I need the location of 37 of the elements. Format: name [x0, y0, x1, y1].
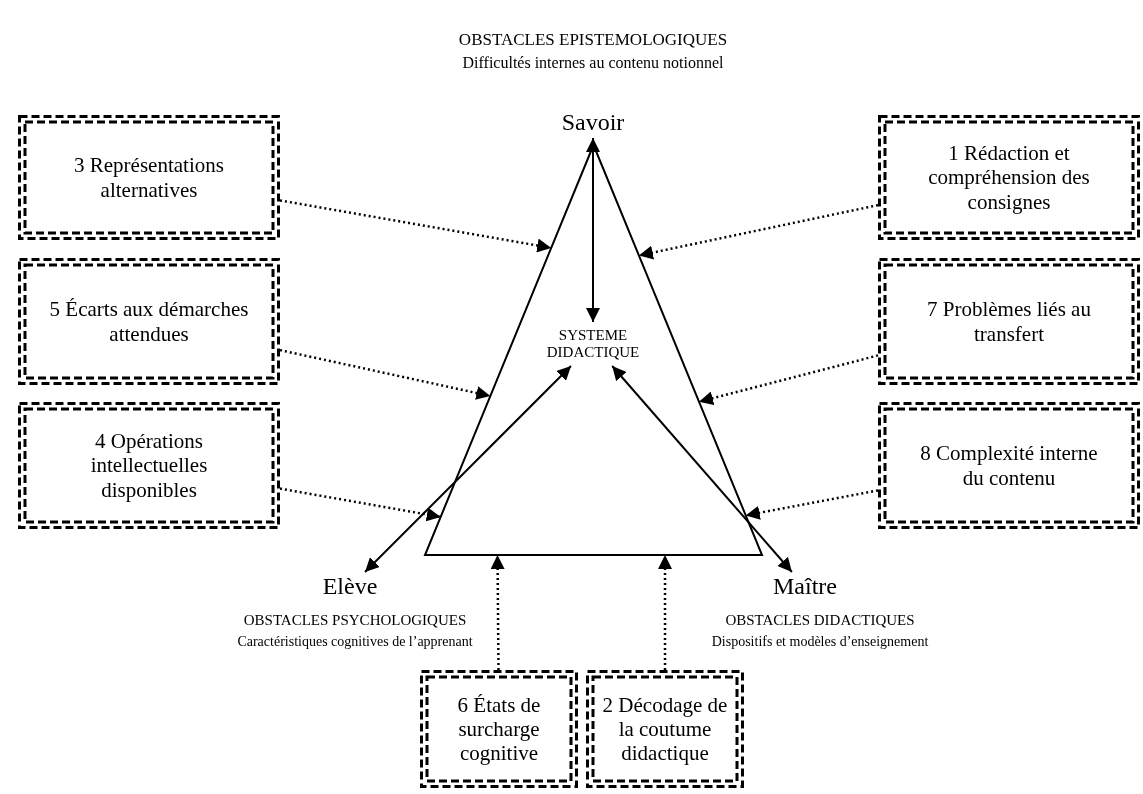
double-arrow	[364, 365, 572, 573]
obstacle-label: 4 Opérations intellectuelles disponibles	[89, 429, 209, 502]
obstacle-heading: OBSTACLES DIDACTIQUES	[725, 612, 915, 629]
obstacle-label: 5 Écarts aux démarches attendues	[48, 297, 250, 346]
dotted-arrow	[279, 199, 552, 253]
obstacle-label: 3 Représentations alternatives	[73, 153, 225, 202]
dotted-arrow	[279, 487, 441, 522]
double-arrow	[611, 365, 793, 573]
obstacle-subheading: Dispositifs et modèles d’enseignement	[711, 634, 929, 650]
double-arrow	[586, 137, 600, 323]
obstacle-box	[18, 115, 280, 240]
obstacle-box	[18, 402, 280, 529]
obstacle-label: 6 États de surcharge cognitive	[456, 692, 542, 766]
dotted-arrow	[279, 348, 491, 400]
obstacle-box	[878, 258, 1140, 385]
obstacle-box	[420, 670, 578, 788]
dotted-arrow	[490, 555, 505, 670]
node-label: Savoir	[561, 109, 625, 137]
obstacle-label: 1 Rédaction et compréhension des consignes	[927, 141, 1091, 214]
node-label: SYSTEME DIDACTIQUE	[545, 326, 641, 362]
node-label: Elève	[322, 573, 378, 601]
obstacle-heading: OBSTACLES PSYCHOLOGIQUES	[243, 612, 467, 629]
obstacle-box	[18, 258, 280, 385]
obstacle-box	[878, 115, 1140, 240]
obstacle-heading: OBSTACLES EPISTEMOLOGIQUES	[458, 30, 728, 50]
obstacle-box	[878, 402, 1140, 529]
obstacle-label: 7 Problèmes liés au transfert	[926, 297, 1092, 346]
dotted-arrow	[638, 203, 879, 260]
obstacle-subheading: Difficultés internes au contenu notionnel	[462, 54, 724, 72]
dotted-arrow	[698, 354, 879, 406]
node-label: Maître	[773, 573, 837, 601]
obstacle-label: 8 Complexité interne du contenu	[919, 441, 1099, 490]
dotted-arrow	[745, 489, 879, 520]
obstacle-box	[586, 670, 744, 788]
dotted-arrow	[658, 555, 672, 670]
obstacle-label: 2 Décodage de la coutume didactique	[601, 692, 729, 766]
obstacle-subheading: Caractéristiques cognitives de l’apprenant	[237, 634, 473, 650]
